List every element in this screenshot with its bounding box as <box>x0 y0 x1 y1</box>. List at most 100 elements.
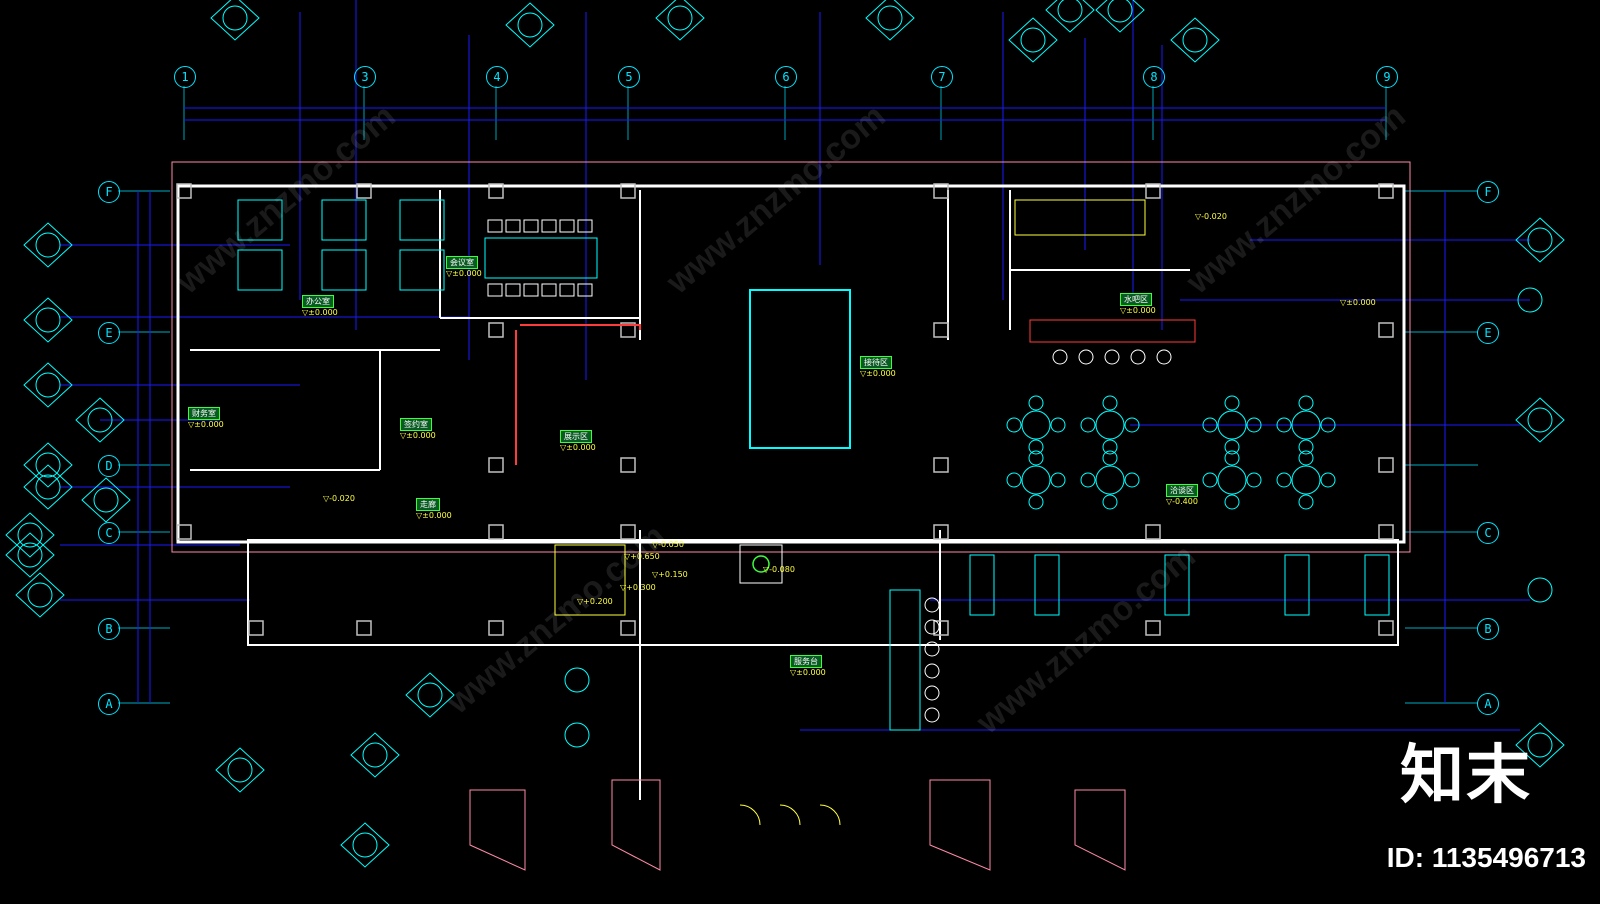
room-level: ▽±0.000 <box>446 269 482 278</box>
entry-mark-frame <box>739 544 783 584</box>
detail-index-circle <box>877 5 903 31</box>
column <box>1145 183 1161 199</box>
detail-index-circle <box>27 582 53 608</box>
axis-bubble-D-left: D <box>98 455 120 477</box>
column <box>620 322 636 338</box>
axis-bubble-1: 1 <box>174 66 196 88</box>
detail-index-circle <box>227 757 253 783</box>
staircase <box>1014 199 1146 236</box>
detail-index-circle <box>517 12 543 38</box>
entry-mark <box>752 555 770 573</box>
column <box>620 183 636 199</box>
axis-bubble-9: 9 <box>1376 66 1398 88</box>
detail-index-circle <box>352 832 378 858</box>
round-chair <box>1050 417 1066 433</box>
column <box>176 183 192 199</box>
axis-bubble-7: 7 <box>931 66 953 88</box>
axis-bubble-6: 6 <box>775 66 797 88</box>
axis-bubble-C-left: C <box>98 522 120 544</box>
bar-stool <box>924 641 940 657</box>
round-chair <box>1246 417 1262 433</box>
meeting-chair <box>541 283 557 297</box>
room-name: 会议室 <box>446 256 478 269</box>
column <box>248 620 264 636</box>
round-chair <box>1102 494 1118 510</box>
bar-stool <box>1052 349 1068 365</box>
round-chair <box>1224 494 1240 510</box>
round-chair <box>1028 395 1044 411</box>
meeting-chair <box>523 283 539 297</box>
meeting-chair <box>505 283 521 297</box>
entrance-pier <box>611 779 661 871</box>
detail-index-circle <box>1527 227 1553 253</box>
round-chair <box>1202 417 1218 433</box>
detail-index-circle <box>362 742 388 768</box>
axis-bubble-B-right: B <box>1477 618 1499 640</box>
round-chair <box>1298 395 1314 411</box>
room-level: ▽±0.000 <box>400 431 436 440</box>
detail-index-circle <box>35 307 61 333</box>
column <box>620 524 636 540</box>
round-table <box>1291 465 1321 495</box>
column <box>1378 524 1394 540</box>
column <box>933 524 949 540</box>
detail-index-marker <box>865 0 915 41</box>
round-chair <box>1298 439 1314 455</box>
elevation-mark: ▽-0.020 <box>1195 212 1227 221</box>
bar-stool <box>924 663 940 679</box>
bar-stool <box>1130 349 1146 365</box>
round-chair <box>1028 439 1044 455</box>
room-tag-corridor: 走廊 ▽±0.000 <box>416 498 452 520</box>
room-name: 签约室 <box>400 418 432 431</box>
round-chair <box>1080 417 1096 433</box>
column <box>1378 457 1394 473</box>
office-desk <box>399 199 445 241</box>
column <box>933 322 949 338</box>
room-name: 服务台 <box>790 655 822 668</box>
round-chair <box>1050 472 1066 488</box>
column <box>1145 620 1161 636</box>
round-chair <box>1276 472 1292 488</box>
meeting-chair <box>487 283 503 297</box>
sofa <box>1164 554 1190 616</box>
round-chair <box>1102 450 1118 466</box>
elevation-mark: ▽-0.080 <box>763 565 795 574</box>
axis-bubble-4: 4 <box>486 66 508 88</box>
round-chair <box>1298 494 1314 510</box>
round-chair <box>1006 472 1022 488</box>
bar-stool <box>924 597 940 613</box>
round-chair <box>1224 439 1240 455</box>
detail-index-marker <box>1515 722 1565 768</box>
detail-index-marker <box>81 477 131 523</box>
room-tag-office: 办公室 ▽±0.000 <box>302 295 338 317</box>
room-level: ▽±0.000 <box>860 369 896 378</box>
axis-bubble-8: 8 <box>1143 66 1165 88</box>
column <box>488 183 504 199</box>
service-counter <box>889 589 921 731</box>
bar-stool <box>924 619 940 635</box>
sofa <box>1364 554 1390 616</box>
column <box>176 524 192 540</box>
entrance-pier <box>1074 789 1126 871</box>
column <box>1378 620 1394 636</box>
detail-index-marker <box>210 0 260 41</box>
meeting-chair <box>487 219 503 233</box>
room-name: 财务室 <box>188 407 220 420</box>
detail-index-circle <box>1057 0 1083 23</box>
detail-index-marker <box>23 297 73 343</box>
column <box>356 183 372 199</box>
lower-wall <box>247 539 1399 646</box>
detail-index-circle <box>93 487 119 513</box>
room-tag-finance: 财务室 ▽±0.000 <box>188 407 224 429</box>
display-model <box>749 289 851 449</box>
section-marker <box>1517 287 1543 313</box>
round-chair <box>1028 494 1044 510</box>
axis-bubble-A-right: A <box>1477 693 1499 715</box>
office-desk <box>321 199 367 241</box>
detail-index-marker <box>350 732 400 778</box>
detail-index-circle <box>35 474 61 500</box>
round-chair <box>1276 417 1292 433</box>
round-table <box>1217 465 1247 495</box>
column <box>1378 183 1394 199</box>
